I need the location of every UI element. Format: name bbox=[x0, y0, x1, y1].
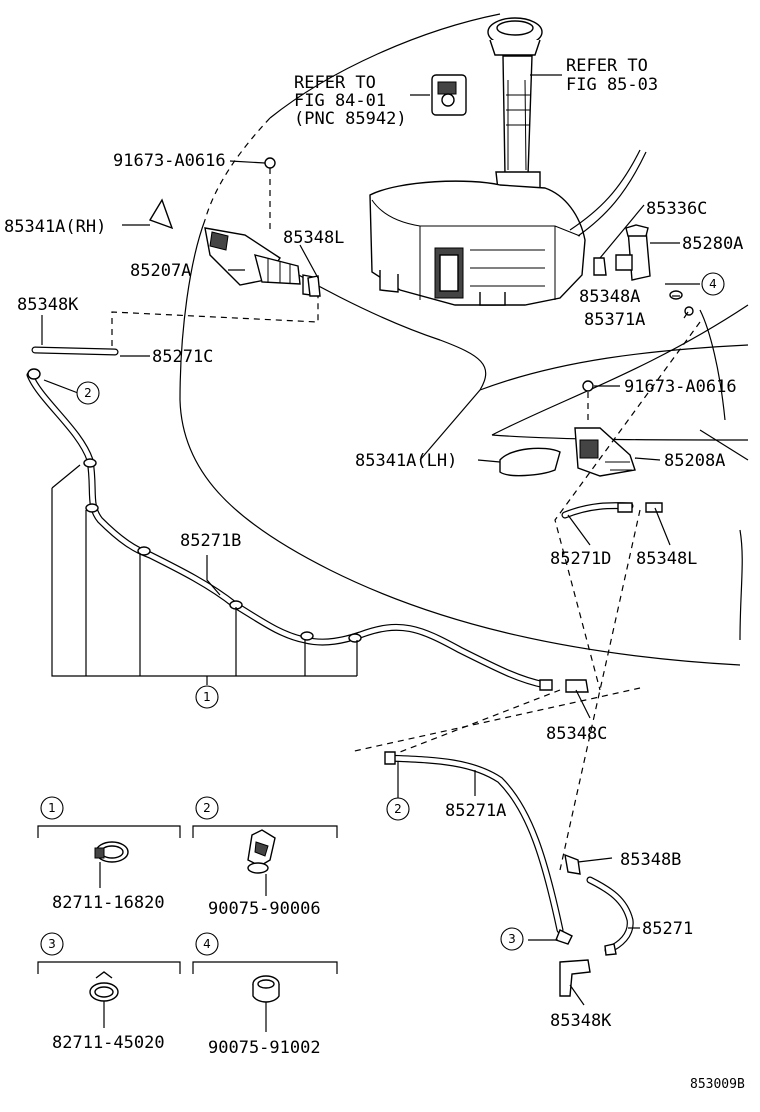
callout-4: 4 bbox=[701, 272, 725, 296]
nozzle-assembly-lh bbox=[499, 380, 636, 477]
svg-text:1: 1 bbox=[48, 801, 56, 815]
refer-note-fig-85-03: REFER TO FIG 85-03 bbox=[566, 56, 658, 95]
label-85336c: 85336C bbox=[646, 199, 707, 219]
label-85271d: 85271D bbox=[550, 549, 611, 569]
label-85348a: 85348A bbox=[579, 287, 640, 307]
reference-bracket-icon bbox=[431, 74, 467, 116]
label-85371a: 85371A bbox=[584, 310, 645, 330]
washer-pump bbox=[593, 224, 694, 316]
label-85348b: 85348B bbox=[620, 850, 681, 870]
legend-item-2: 2 90075-90006 bbox=[192, 796, 338, 919]
label-85271: 85271 bbox=[642, 919, 693, 939]
label-85271a: 85271A bbox=[445, 801, 506, 821]
spring-clamp-icon bbox=[89, 971, 119, 1002]
label-85348k-top: 85348K bbox=[17, 295, 79, 315]
legend-part-82711-16820: 82711-16820 bbox=[52, 893, 165, 913]
diagram-id: 853009B bbox=[690, 1077, 745, 1092]
nozzle-assembly-rh bbox=[148, 157, 319, 297]
label-85348l-top: 85348L bbox=[283, 228, 344, 248]
svg-text:3: 3 bbox=[508, 932, 516, 946]
routing-lines bbox=[111, 296, 701, 871]
label-85280a: 85280A bbox=[682, 234, 743, 254]
callout-1: 1 bbox=[195, 685, 219, 709]
refer-note-fig-84-01: REFER TO FIG 84-01 (PNC 85942) bbox=[294, 73, 407, 129]
legend-part-90075-90006: 90075-90006 bbox=[208, 899, 321, 919]
legend-part-82711-45020: 82711-45020 bbox=[52, 1033, 165, 1053]
label-91673-a0616-top: 91673-A0616 bbox=[113, 151, 226, 171]
clip-icon bbox=[247, 829, 276, 874]
label-85348k-bottom: 85348K bbox=[550, 1011, 612, 1031]
callout-2b: 2 bbox=[386, 797, 410, 821]
hose-clamp-icon bbox=[94, 841, 129, 863]
clip-bracket bbox=[51, 464, 358, 685]
label-85271c: 85271C bbox=[152, 347, 213, 367]
callout-3: 3 bbox=[500, 927, 524, 951]
legend-part-90075-91002: 90075-91002 bbox=[208, 1038, 321, 1058]
svg-text:1: 1 bbox=[203, 690, 211, 704]
legend-item-1: 1 82711-16820 bbox=[37, 796, 181, 913]
svg-text:4: 4 bbox=[709, 277, 717, 291]
label-85348c: 85348C bbox=[546, 724, 607, 744]
part-labels: 91673-A0616 85341A(RH) 85348L 85207A 853… bbox=[4, 151, 743, 1031]
fittings bbox=[27, 275, 663, 997]
label-85348l-right: 85348L bbox=[636, 549, 697, 569]
label-91673-a0616-right: 91673-A0616 bbox=[624, 377, 737, 397]
body-outline bbox=[179, 13, 749, 666]
svg-text:4: 4 bbox=[203, 937, 211, 951]
label-85341a-rh: 85341A(RH) bbox=[4, 217, 106, 237]
label-85208a: 85208A bbox=[664, 451, 725, 471]
svg-text:2: 2 bbox=[203, 801, 211, 815]
leader-lines bbox=[41, 74, 700, 1006]
band-clamp-icon bbox=[252, 975, 280, 1003]
svg-text:2: 2 bbox=[394, 802, 402, 816]
svg-text:2: 2 bbox=[84, 386, 92, 400]
legend-item-3: 3 82711-45020 bbox=[37, 932, 181, 1053]
label-85341a-lh: 85341A(LH) bbox=[355, 451, 457, 471]
legend-item-4: 4 90075-91002 bbox=[192, 932, 338, 1058]
washer-tank bbox=[369, 17, 647, 306]
callout-2a: 2 bbox=[76, 381, 100, 405]
svg-text:3: 3 bbox=[48, 937, 56, 951]
label-85271b: 85271B bbox=[180, 531, 241, 551]
label-85207a: 85207A bbox=[130, 261, 191, 281]
